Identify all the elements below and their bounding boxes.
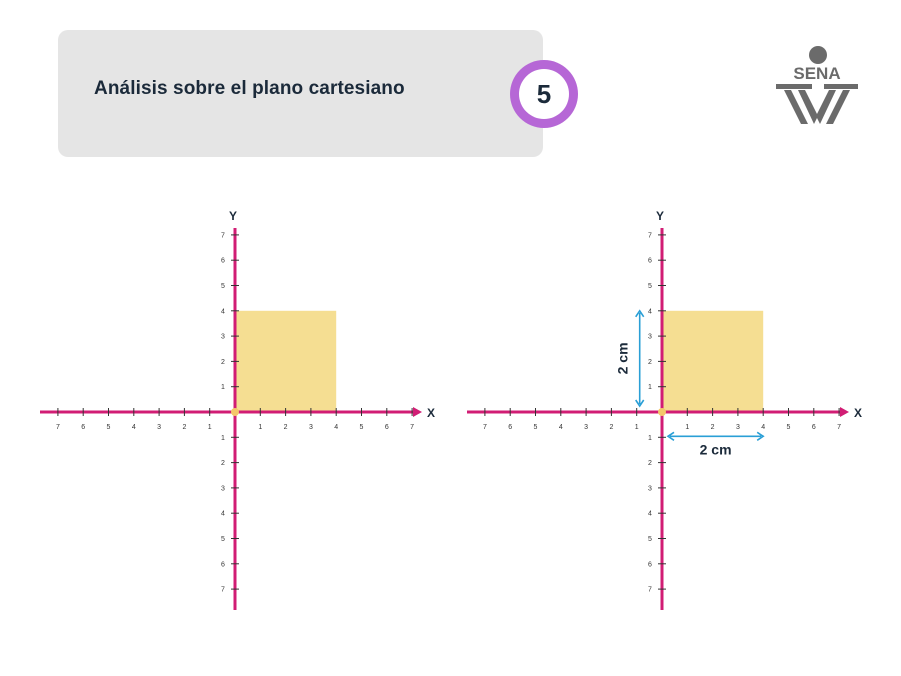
y-tick-label: 1 [221,384,225,391]
logo-text: SENA [793,64,840,83]
dimension-label: 2 cm [614,342,630,374]
y-tick-label: 7 [221,587,225,594]
x-tick-label: 5 [107,424,111,431]
y-axis-label: Y [229,209,237,223]
x-tick-label: 5 [360,424,364,431]
x-tick-label: 6 [812,424,816,431]
arrow-down-icon [635,399,645,408]
x-tick-label: 5 [787,424,791,431]
y-tick-label: 7 [648,232,652,239]
x-tick-label: 7 [483,424,487,431]
x-tick-label: 4 [559,424,563,431]
origin-point [658,408,666,416]
x-tick-label: 1 [258,424,262,431]
x-tick-label: 7 [837,424,841,431]
y-tick-label: 3 [221,485,225,492]
x-tick-label: 3 [157,424,161,431]
x-axis-arrow-icon [413,407,422,417]
y-tick-label: 2 [221,359,225,366]
y-tick-label: 4 [221,308,225,315]
x-tick-label: 4 [132,424,136,431]
y-tick-label: 3 [221,334,225,341]
y-tick-label: 5 [648,283,652,290]
dimension-vertical: 2 cm [614,309,645,408]
square-shape [235,310,337,412]
origin-point [231,408,239,416]
y-tick-label: 6 [648,258,652,265]
square-shape [662,310,764,412]
arrow-right-icon [756,431,765,441]
dimension-horizontal: 2 cm [666,431,765,457]
y-tick-label: 3 [648,485,652,492]
x-tick-label: 6 [81,424,85,431]
y-tick-label: 1 [648,435,652,442]
x-tick-label: 6 [508,424,512,431]
header-card: Análisis sobre el plano cartesiano [58,30,543,157]
y-tick-label: 1 [648,384,652,391]
y-tick-label: 7 [648,587,652,594]
x-tick-label: 1 [685,424,689,431]
y-tick-label: 2 [648,460,652,467]
x-tick-label: 1 [208,424,212,431]
y-axis-label: Y [656,209,664,223]
y-tick-label: 5 [648,536,652,543]
x-tick-label: 4 [761,424,765,431]
sena-logo-icon: SENA [776,46,858,124]
y-tick-label: 6 [221,561,225,568]
x-tick-label: 2 [609,424,613,431]
arrow-left-icon [666,431,675,441]
y-tick-label: 7 [221,232,225,239]
y-tick-label: 3 [648,334,652,341]
x-tick-label: 2 [284,424,288,431]
y-tick-label: 5 [221,536,225,543]
x-axis-label: X [427,406,435,420]
y-tick-label: 1 [221,435,225,442]
cartesian-plane-2: X Y 7 6 5 4 3 2 1 1 2 3 4 5 6 7 7 6 5 4 3 2 1 1 2 3 4 5 6 7 2 cm 2 cm [467,209,862,610]
x-tick-label: 2 [711,424,715,431]
x-tick-label: 3 [309,424,313,431]
dimension-label: 2 cm [700,441,732,457]
x-tick-label: 4 [334,424,338,431]
x-tick-label: 7 [56,424,60,431]
page-title: Análisis sobre el plano cartesiano [94,78,405,99]
y-tick-label: 2 [648,359,652,366]
x-tick-label: 7 [410,424,414,431]
x-tick-label: 2 [182,424,186,431]
y-tick-label: 4 [648,511,652,518]
step-number: 5 [519,69,569,119]
y-tick-label: 6 [221,258,225,265]
y-tick-label: 4 [648,308,652,315]
x-axis-arrow-icon [840,407,849,417]
x-axis-label: X [854,406,862,420]
x-tick-label: 3 [584,424,588,431]
step-badge: 5 [510,60,578,128]
arrow-up-icon [635,309,645,318]
x-tick-label: 1 [635,424,639,431]
y-tick-label: 2 [221,460,225,467]
x-tick-label: 5 [534,424,538,431]
y-tick-label: 4 [221,511,225,518]
cartesian-plane-1: X Y 7 6 5 4 3 2 1 1 2 3 4 5 6 7 7 6 5 4 3 2 1 1 2 3 4 5 6 7 [40,209,435,610]
y-tick-label: 6 [648,561,652,568]
x-tick-label: 3 [736,424,740,431]
x-tick-label: 6 [385,424,389,431]
y-tick-label: 5 [221,283,225,290]
